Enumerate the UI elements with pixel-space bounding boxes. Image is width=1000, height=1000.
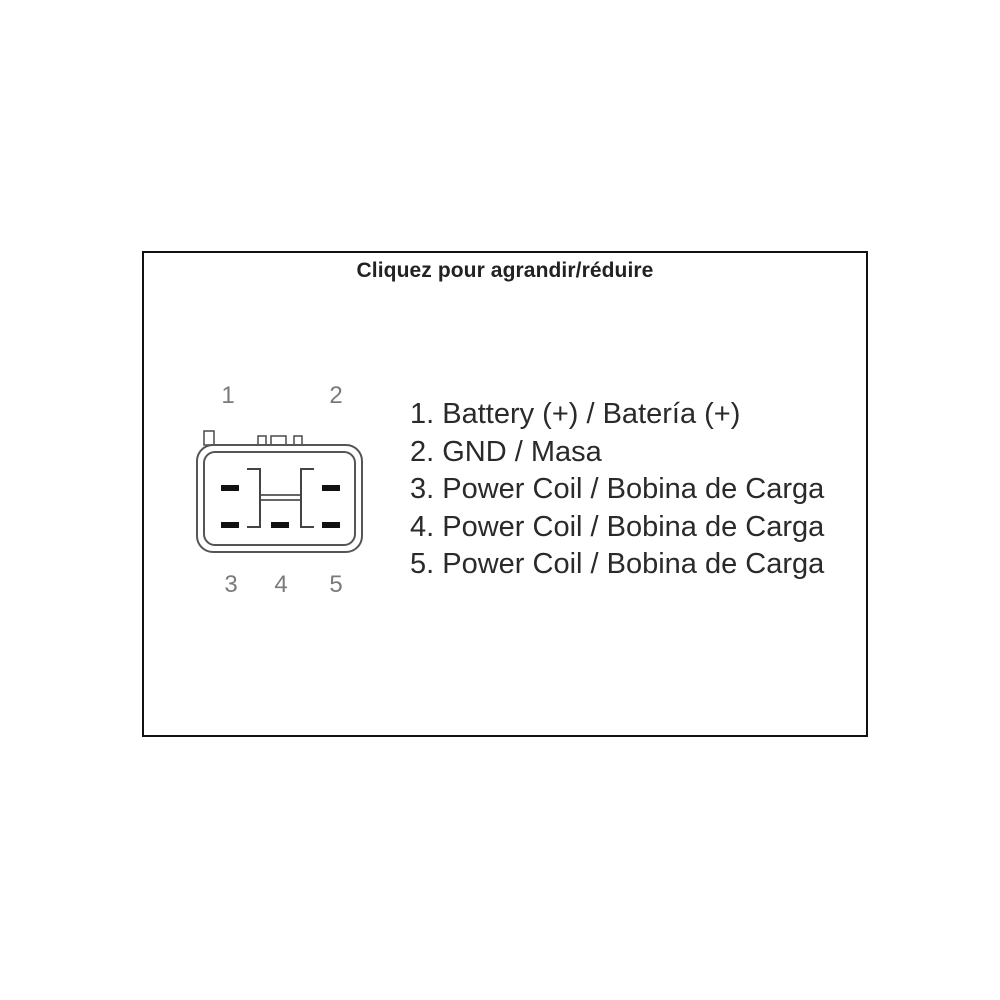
connector-left-key — [247, 468, 261, 528]
connector-diagram — [196, 430, 363, 553]
legend-item-4: 4. Power Coil / Bobina de Carga — [410, 510, 825, 543]
legend-item-1: 1. Battery (+) / Batería (+) — [410, 398, 741, 430]
connector-tabs — [203, 430, 303, 446]
connector-terminals — [221, 485, 340, 528]
pin-number-2: 2 — [329, 382, 343, 409]
terminal-1 — [221, 485, 239, 491]
pin-number-3: 3 — [224, 571, 238, 598]
connector-right-key — [300, 468, 314, 528]
legend-item-5: 5. Power Coil / Bobina de Carga — [410, 548, 825, 580]
legend-item-2: 2. GND / Masa — [410, 435, 602, 468]
zoom-caption[interactable]: Cliquez pour agrandir/réduire — [356, 259, 654, 282]
legend-item-3: 3. Power Coil / Bobina de Carga — [410, 473, 825, 505]
terminal-3 — [221, 522, 239, 528]
pin-number-4: 4 — [274, 571, 288, 598]
pin-number-1: 1 — [221, 382, 235, 409]
terminal-2 — [322, 485, 340, 491]
terminal-5 — [322, 522, 340, 528]
terminal-4 — [271, 522, 289, 528]
pin-legend: 1. Battery (+) / Batería (+) 2. GND / Ma… — [410, 396, 824, 584]
connector-center-lines — [258, 494, 302, 501]
pin-number-5: 5 — [329, 571, 343, 598]
connector-inner-housing — [203, 451, 356, 546]
